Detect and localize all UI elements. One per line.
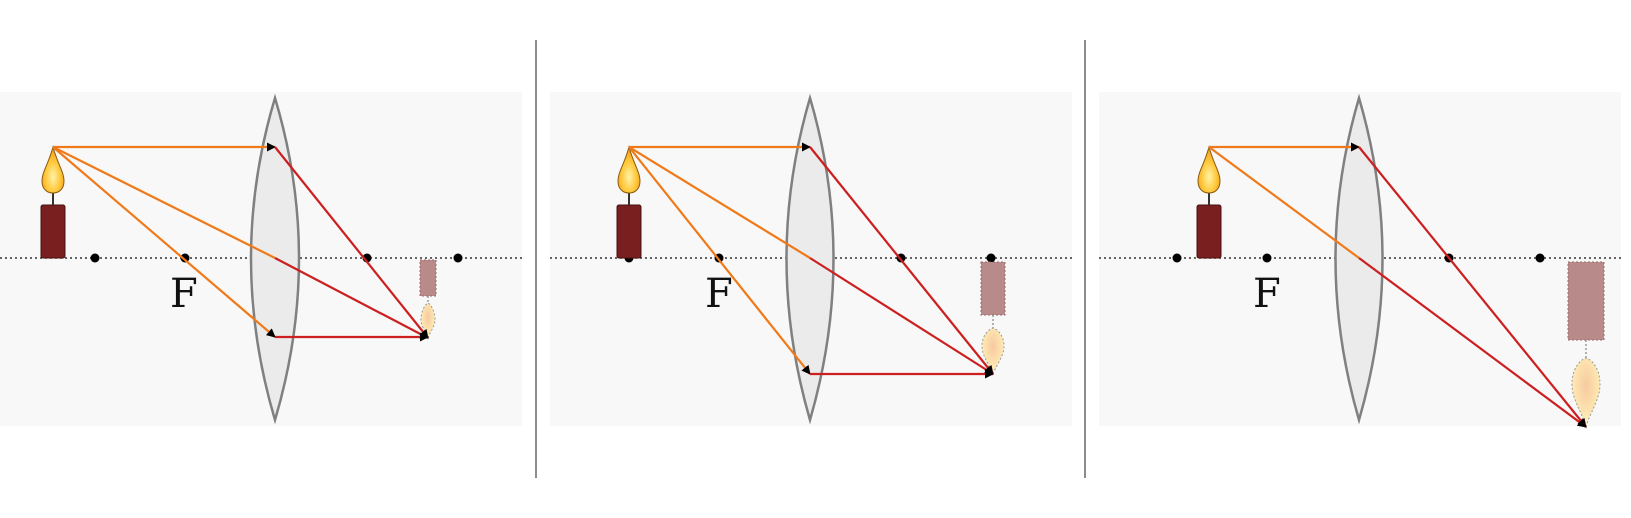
refracted-ray-through-focus: [809, 146, 994, 375]
candle-icon: [616, 204, 642, 259]
flame-icon: [41, 145, 65, 194]
incident-ray-center: [52, 146, 276, 259]
flame-icon: [1197, 145, 1221, 194]
panel-2: F: [550, 92, 1072, 426]
incident-ray-through-focus: [628, 146, 811, 375]
image-candle-icon: [1567, 261, 1605, 341]
focal-label: F: [170, 271, 198, 317]
refracted-ray-center: [274, 257, 429, 339]
image-flame-icon: [1571, 357, 1601, 429]
image-candle-icon: [980, 261, 1006, 316]
flame-icon: [617, 145, 641, 194]
image-candle-icon: [419, 259, 437, 297]
candle-icon: [1196, 204, 1222, 259]
focal-label: F: [705, 271, 733, 317]
focal-point-left: [1262, 253, 1272, 263]
refracted-ray-through-focus: [274, 146, 429, 339]
refracted-ray-through-focus: [1358, 146, 1587, 428]
incident-ray-through-focus: [52, 146, 276, 338]
focal-point-far-right: [1535, 253, 1545, 263]
incident-ray-center: [1208, 146, 1360, 259]
refracted-ray-center: [809, 257, 994, 375]
focal-point-left: [180, 253, 190, 263]
focal-point-far-right: [453, 253, 463, 263]
refracted-ray-center: [1358, 257, 1587, 428]
focal-label: F: [1253, 271, 1281, 317]
focal-point-far-right: [986, 253, 996, 263]
candle-icon: [40, 204, 66, 259]
image-flame-icon: [981, 327, 1005, 376]
incident-ray-center: [628, 146, 811, 259]
panel-1: F: [0, 92, 522, 426]
focal-point-far-left: [1172, 253, 1182, 263]
focal-point-far-left: [90, 253, 100, 263]
panel-3: F: [1099, 92, 1621, 429]
